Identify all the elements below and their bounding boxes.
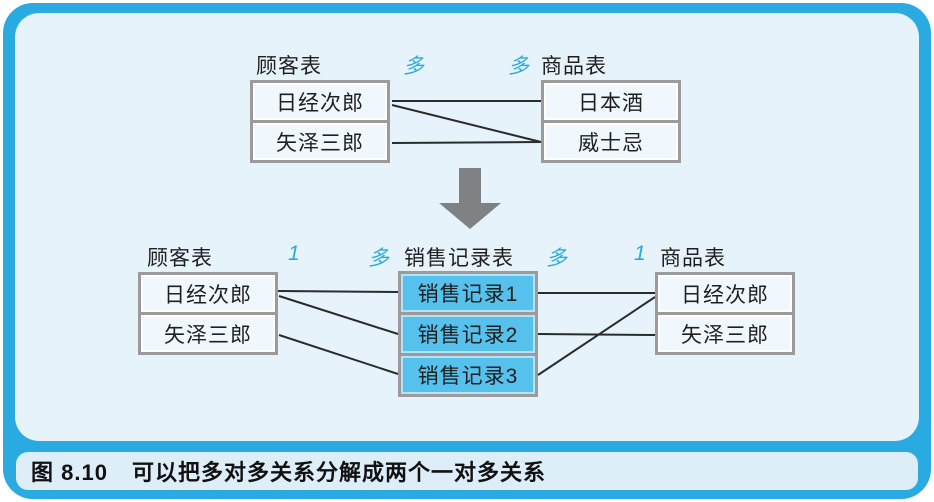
table-row-highlight: 销售记录3 [401,353,535,394]
bottom-product-table: 日经次郎 矢泽三郎 [655,272,795,355]
bottom-product-one-label: 1 [634,242,647,265]
table-row: 矢泽三郎 [253,120,387,160]
figure-caption-bar: 图 8.10 可以把多对多关系分解成两个一对多关系 [16,452,918,490]
bottom-customer-one-label: 1 [288,242,301,265]
top-right-cardinality-label: 多 [508,55,530,78]
bottom-customer-table-title: 顾客表 [147,247,213,270]
bottom-sales-left-many-label: 多 [368,247,390,270]
top-customer-table: 日经次郎 矢泽三郎 [250,80,390,163]
figure-title: 可以把多对多关系分解成两个一对多关系 [131,460,546,485]
table-row: 威士忌 [544,120,678,160]
bottom-sales-table: 销售记录1 销售记录2 销售记录3 [398,271,538,397]
top-product-table: 日本酒 威士忌 [541,80,681,163]
bottom-product-table-title: 商品表 [660,247,726,270]
table-row: 日经次郎 [253,83,387,120]
table-row-highlight: 销售记录2 [401,312,535,353]
bottom-sales-right-many-label: 多 [546,247,568,270]
table-row-highlight: 销售记录1 [401,274,535,312]
top-left-cardinality-label: 多 [403,55,425,78]
bottom-sales-table-title: 销售记录表 [404,247,514,270]
top-product-table-title: 商品表 [541,55,607,78]
figure-number: 图 8.10 [31,460,108,485]
table-row: 日经次郎 [658,275,792,312]
table-row: 矢泽三郎 [658,312,792,352]
bottom-customer-table: 日经次郎 矢泽三郎 [138,272,278,355]
top-customer-table-title: 顾客表 [256,55,322,78]
table-row: 日经次郎 [141,275,275,312]
table-row: 日本酒 [544,83,678,120]
table-row: 矢泽三郎 [141,312,275,352]
